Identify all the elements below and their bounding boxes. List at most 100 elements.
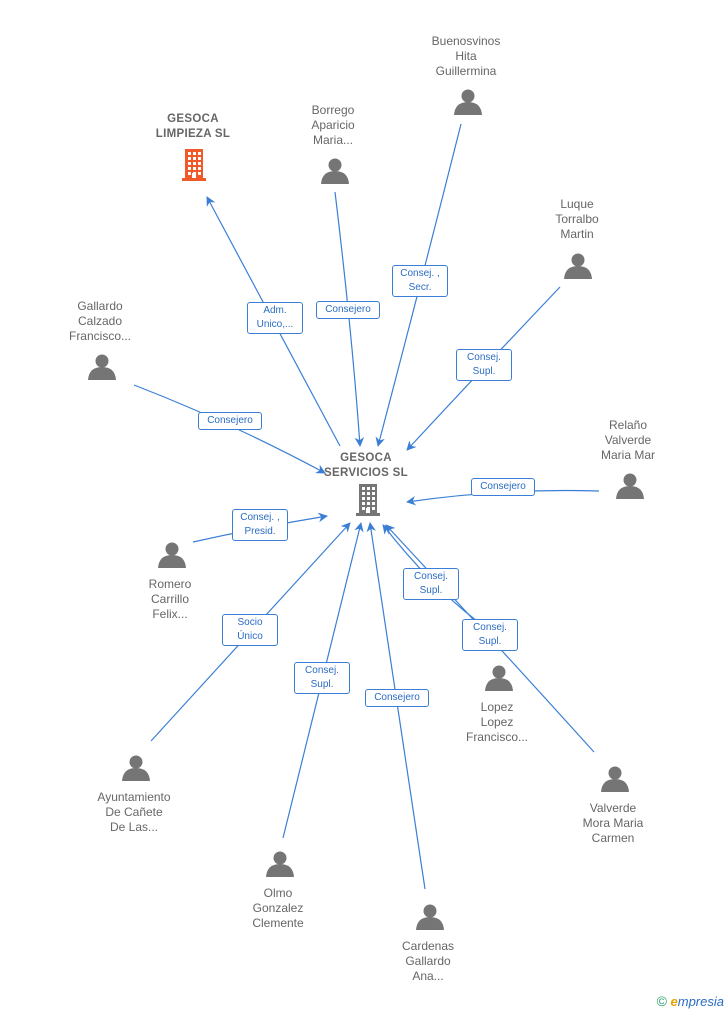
relation-label-line: Consej. [473,622,507,633]
relation-label-buenosvinos[interactable]: Consej. , Secr. [392,265,448,297]
node-label-line: Gallardo [405,954,451,968]
node-label-line: Martin [560,227,594,241]
node-label-line: Mora Maria [582,816,644,830]
relation-label-line: Consej. [414,571,448,582]
node-label-line: Clemente [252,916,304,930]
relation-label-line: Único [237,631,263,642]
relation-label-line: Consej. , [400,268,440,279]
node-label-line: Aparicio [311,118,355,132]
brand-name: mpresia [677,994,724,1009]
node-label: GESOCA LIMPIEZA SL [138,112,248,142]
node-label: GESOCA SERVICIOS SL [311,451,421,481]
person-icon[interactable] [158,542,186,569]
node-label-line: Francisco... [465,730,528,744]
relation-label-line: Supl. [419,585,443,596]
node-label-line: Lopez [480,715,514,729]
relation-label-borrego[interactable]: Consejero [316,301,380,319]
person-icon[interactable] [122,755,150,782]
relation-label-line: Consejero [480,481,526,492]
relation-label-line: Consej. , [240,512,280,523]
node-label-line: Calzado [77,314,123,328]
person-icon[interactable] [485,665,513,692]
relation-label-line: Consej. [305,665,339,676]
building-icon[interactable] [356,484,380,516]
building-icon[interactable] [182,149,206,181]
node-label-line: Hita [455,49,477,63]
relation-label-valverde[interactable]: Consej. Supl. [462,619,518,651]
node-label-line: De Las... [109,820,159,834]
node-label-line: Francisco... [68,329,131,343]
relation-label-line: Consej. [467,352,501,363]
relation-label-line: Presid. [244,526,276,537]
person-icon[interactable] [321,158,349,185]
person-icon[interactable] [454,89,482,116]
node-label-line: Torralbo [555,212,599,226]
node-label-line: De Cañete [105,805,163,819]
person-icon[interactable] [266,851,294,878]
relation-label-line: Supl. [310,679,334,690]
node-label-line: Valverde [589,801,637,815]
relation-label-relano[interactable]: Consejero [471,478,535,496]
relation-label-olmo[interactable]: Consej. Supl. [294,662,350,694]
relation-label-gallardo[interactable]: Consejero [198,412,262,430]
node-label-line: Carrillo [150,592,189,606]
person-icon[interactable] [616,473,644,500]
relation-label-line: Consejero [374,692,420,703]
brand-initial: e [670,994,678,1009]
node-label-line: GESOCA [340,452,392,464]
node-label-line: GESOCA [167,113,219,125]
relation-label-cardenas[interactable]: Consejero [365,689,429,707]
footer-brand: © empresia [657,993,724,1009]
person-icon[interactable] [564,253,592,280]
node-label-line: SERVICIOS SL [324,467,408,479]
copyright-symbol: © [656,993,667,1009]
person-icon[interactable] [88,354,116,381]
node-label-line: Guillermina [435,64,497,78]
edge-borrego-to-center [334,191,365,447]
relation-label-line: Consejero [207,415,253,426]
node-label-line: Maria Mar [600,448,655,462]
node-label-line: LIMPIEZA SL [155,128,231,140]
node-label-line: Gallardo [77,299,123,313]
relation-label-line: Unico,... [256,319,294,330]
node-label-line: Buenosvinos [431,34,501,48]
person-icon[interactable] [416,904,444,931]
relation-label-line: Adm. [263,305,287,316]
relation-label-romero[interactable]: Consej. , Presid. [232,509,288,541]
node-label-line: Romero [148,577,192,591]
node-label-line: Carmen [591,831,635,845]
icons [88,89,644,931]
node-label-line: Gonzalez [252,901,304,915]
node-label-line: Cardenas [401,939,455,953]
node-label-line: Luque [560,197,594,211]
relation-label-line: Consejero [325,304,371,315]
node-label-line: Relaño [608,418,648,432]
person-icon[interactable] [601,766,629,793]
node-label-line: Ayuntamiento [97,790,171,804]
relation-label-lopez[interactable]: Consej. Supl. [403,568,459,600]
node-label-line: Felix... [152,607,188,621]
node-label-line: Olmo [263,886,293,900]
node-label-line: Ana... [412,969,444,983]
relation-label-center[interactable]: Adm. Unico,... [247,302,303,334]
relation-label-line: Supl. [472,366,496,377]
node-label-line: Borrego [311,103,355,117]
relation-label-line: Secr. [408,282,432,293]
node-label-line: Lopez [480,700,514,714]
node-label-line: Valverde [604,433,652,447]
relation-label-luque[interactable]: Consej. Supl. [456,349,512,381]
relation-label-line: Socio [237,617,263,628]
relation-label-line: Supl. [478,636,502,647]
